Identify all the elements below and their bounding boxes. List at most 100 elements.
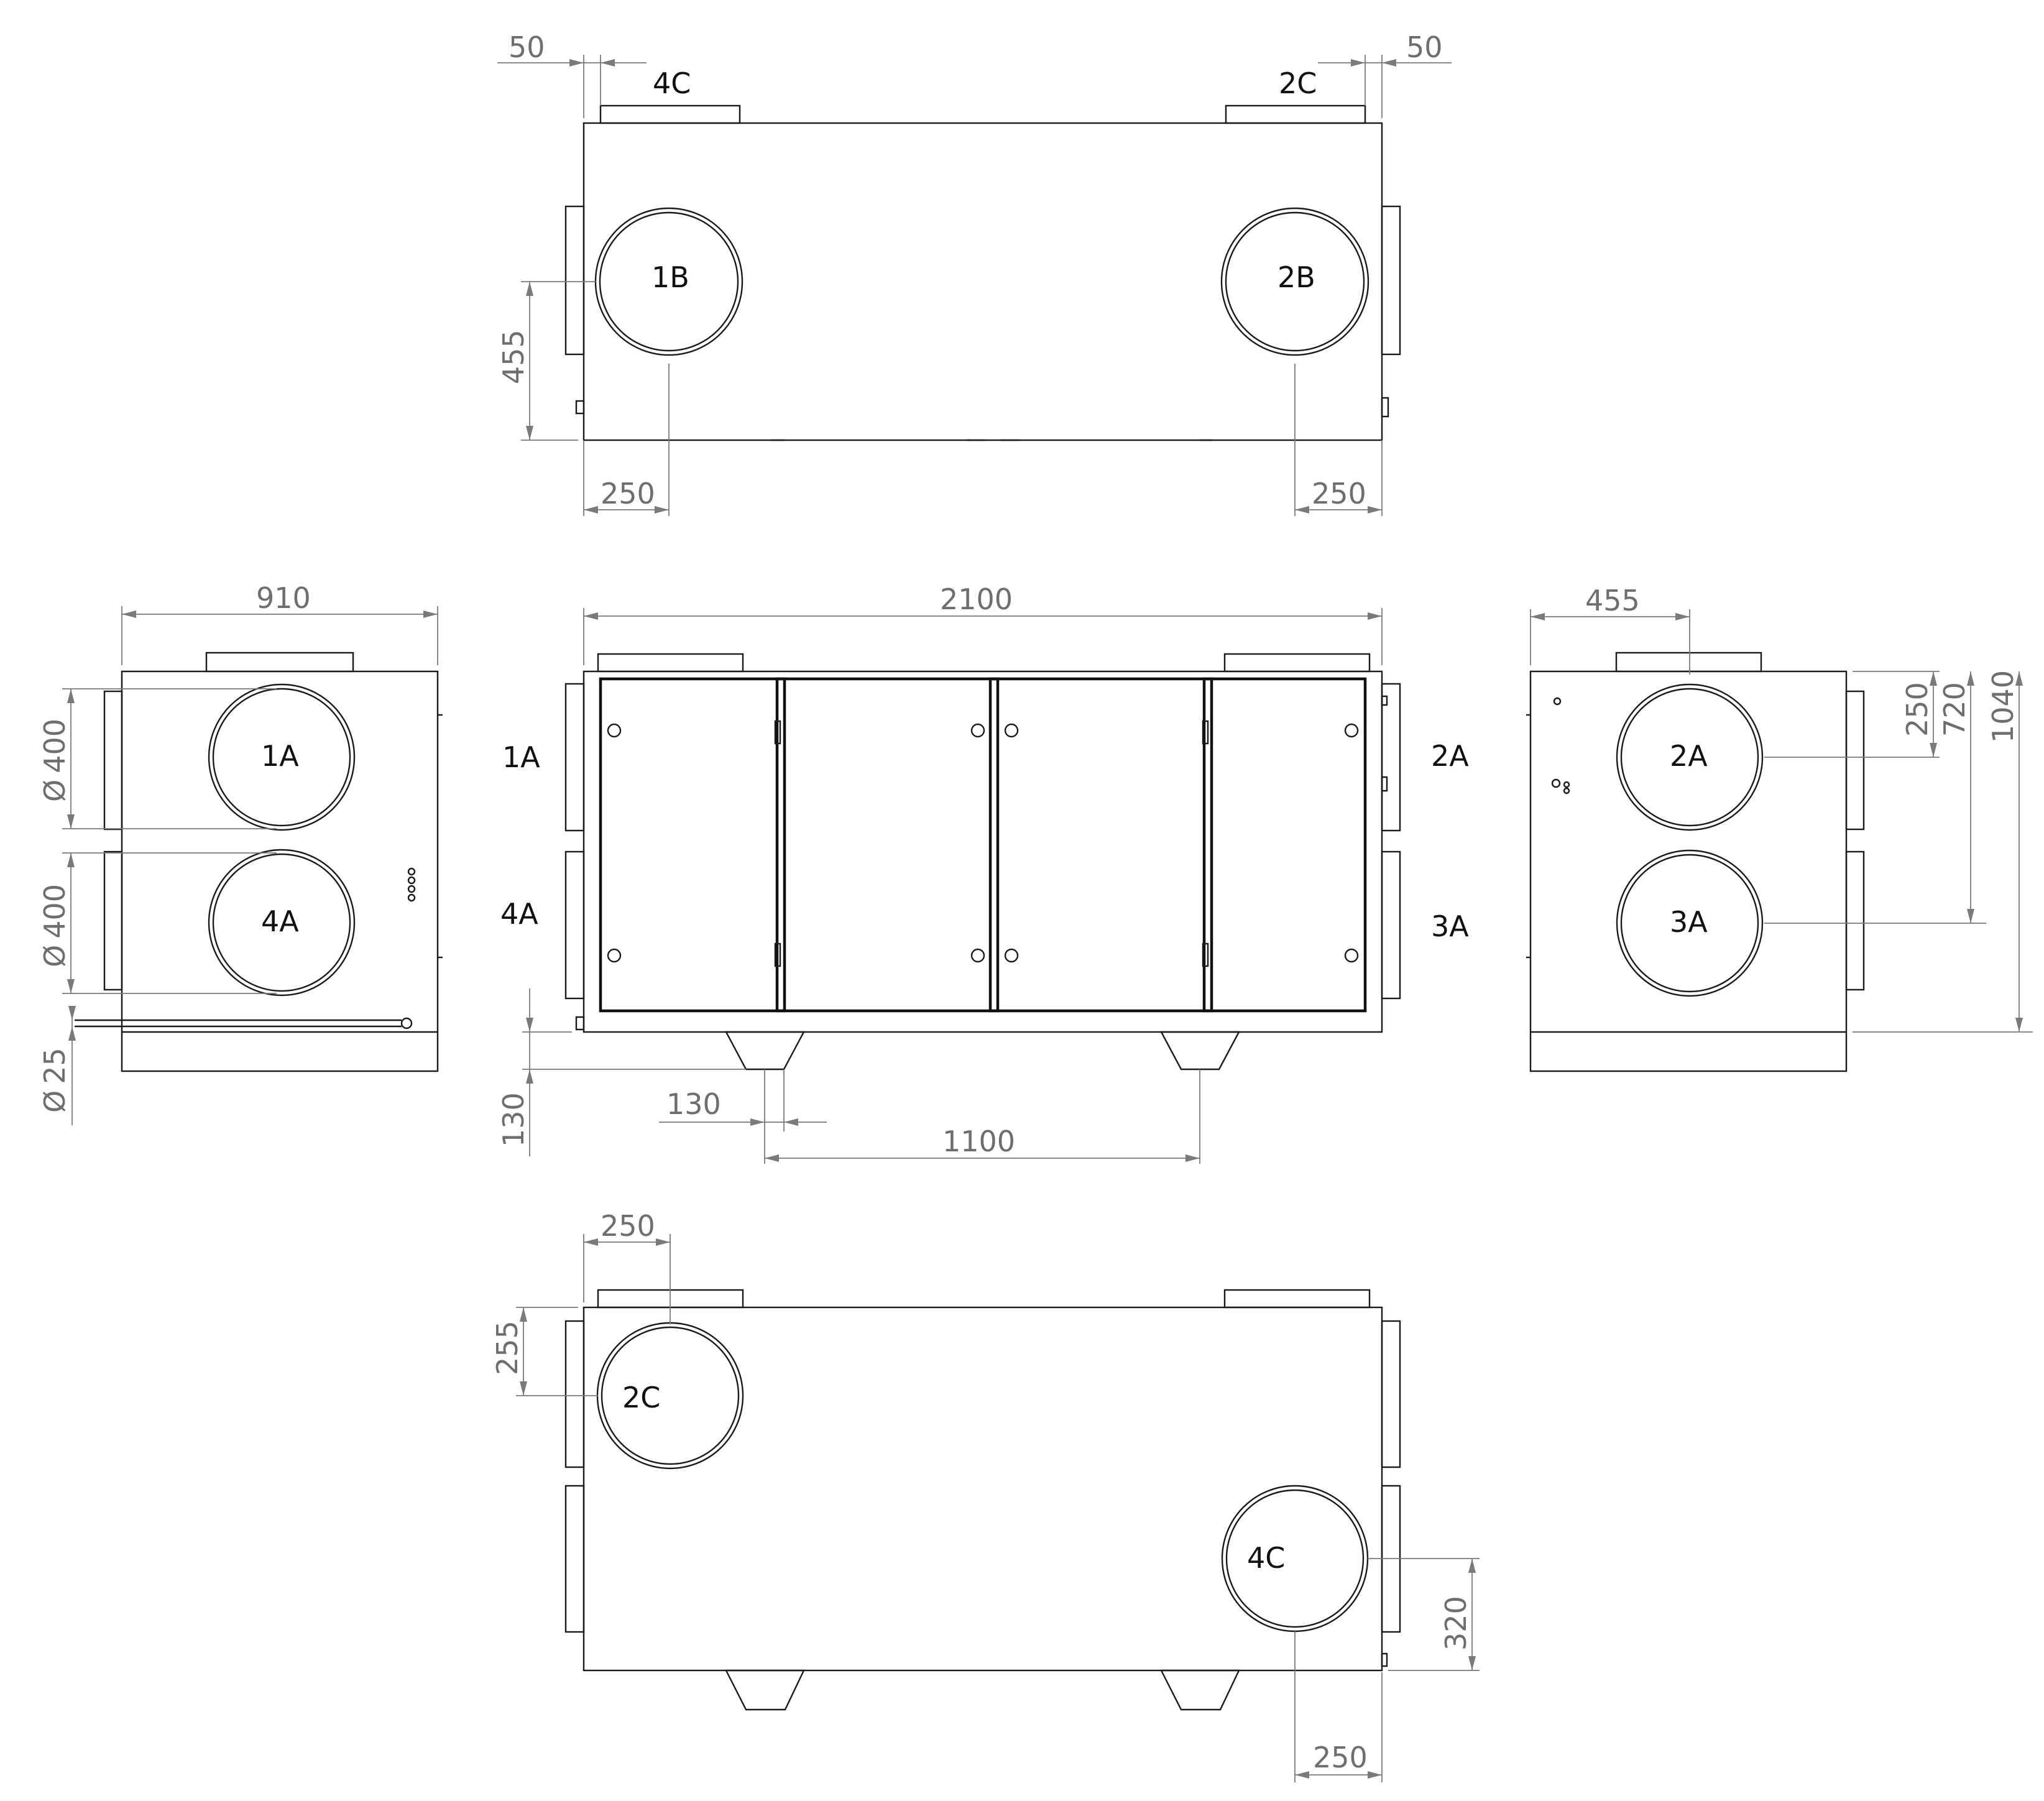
bottom-dim-320: 320	[1368, 1558, 1480, 1671]
front-side-duct-1a	[564, 683, 585, 832]
front-dim-130-vertical: 130	[497, 988, 746, 1156]
front-side-duct-3a	[1381, 850, 1401, 1000]
port-label-4c-top: 4C	[653, 67, 691, 100]
port-label-2c-bottom: 2C	[622, 1381, 660, 1414]
front-view: 1A 4A 2A 3A 2100 130 130	[497, 583, 1469, 1164]
port-label-4c-bottom: 4C	[1247, 1541, 1285, 1575]
port-label-2a-front: 2A	[1431, 739, 1469, 773]
front-door-knob	[607, 723, 622, 738]
top-port-2b-inner	[1225, 211, 1365, 352]
left-side-duct-b	[103, 850, 123, 991]
svg-text:Ø400: Ø400	[38, 884, 71, 967]
front-door-knob	[970, 723, 985, 738]
bottom-port-4c-inner	[1225, 1489, 1365, 1628]
svg-text:250: 250	[601, 1209, 655, 1243]
left-port-1a-inner	[212, 688, 351, 827]
right-port-2a-inner	[1620, 688, 1759, 827]
right-side-duct-b	[1845, 850, 1865, 991]
front-dim-1100: 1100	[765, 1069, 1200, 1164]
svg-text:255: 255	[490, 1320, 524, 1375]
bottom-port-2c-inner	[601, 1326, 740, 1465]
left-top-flange	[205, 652, 354, 673]
port-label-1a-front: 1A	[502, 740, 540, 774]
svg-text:250: 250	[1900, 682, 1934, 737]
front-door-knob	[607, 948, 622, 963]
top-dim-250-right: 250	[1294, 364, 1383, 516]
port-label-4a-front: 4A	[500, 897, 538, 931]
top-view: 4C 2C 1B 2B 50 50 455	[497, 30, 1452, 516]
svg-text:50: 50	[509, 30, 545, 64]
svg-text:1040: 1040	[1986, 670, 2020, 743]
top-dim-455: 455	[497, 281, 596, 441]
right-body	[1529, 670, 1848, 1072]
port-label-2b: 2B	[1278, 260, 1315, 294]
bottom-dim-255: 255	[490, 1307, 598, 1396]
bottom-side-duct	[564, 1320, 585, 1468]
bottom-body	[582, 1306, 1383, 1672]
front-door-frame	[599, 677, 1367, 1013]
top-dim-250-left: 250	[583, 364, 670, 516]
svg-text:250: 250	[1313, 1741, 1368, 1774]
bottom-port-2c-outer	[596, 1322, 744, 1470]
bottom-dim-250-bottom: 250	[1294, 1631, 1383, 1782]
left-port-4a-inner	[212, 853, 351, 992]
top-dim-50-left: 50	[497, 30, 647, 118]
bottom-leg-left	[725, 1669, 805, 1711]
bottom-side-duct	[1381, 1320, 1401, 1468]
side-dim-910: 910	[121, 581, 438, 665]
svg-text:250: 250	[1312, 477, 1366, 510]
left-body	[121, 670, 439, 1072]
port-label-3a-front: 3A	[1431, 910, 1469, 943]
top-flange-2c	[1225, 104, 1366, 124]
right-top-flange	[1615, 652, 1762, 673]
svg-text:910: 910	[256, 581, 311, 615]
front-top-flange-left	[597, 653, 744, 673]
bottom-side-duct	[564, 1485, 585, 1633]
bottom-view: 2C 4C 250 255 320	[490, 1209, 1480, 1782]
top-port-1b-inner	[599, 211, 739, 352]
svg-text:Ø25: Ø25	[38, 1048, 71, 1113]
front-door-knob	[1004, 948, 1019, 963]
front-dim-2100: 2100	[583, 583, 1383, 665]
front-top-flange-right	[1223, 653, 1371, 673]
right-port-2a-outer	[1616, 683, 1764, 831]
svg-text:2100: 2100	[940, 583, 1013, 616]
front-dim-130-horizontal: 130	[659, 1069, 827, 1164]
front-hinge-post-1	[775, 677, 786, 1013]
left-port-1a-outer	[208, 683, 356, 831]
right-port-3a-outer	[1616, 849, 1764, 997]
front-hinge-post-3	[1202, 677, 1213, 1013]
top-side-duct-left	[564, 205, 585, 356]
bottom-dim-250-top: 250	[583, 1209, 671, 1324]
port-label-1b: 1B	[651, 260, 689, 294]
left-port-4a-outer	[208, 849, 356, 997]
right-port-3a-inner	[1620, 854, 1759, 993]
right-dim-720: 720	[1764, 671, 1986, 924]
port-label-1a-left: 1A	[261, 739, 299, 773]
front-body	[582, 670, 1383, 1033]
svg-text:130: 130	[497, 1092, 530, 1147]
port-label-4a-left: 4A	[261, 905, 299, 938]
svg-text:50: 50	[1406, 30, 1443, 64]
front-door-knob	[1344, 723, 1359, 738]
front-door-knob	[970, 948, 985, 963]
svg-text:455: 455	[497, 329, 530, 384]
top-flange-4c	[599, 104, 741, 124]
svg-text:1100: 1100	[942, 1125, 1015, 1158]
front-door-knob	[1004, 723, 1019, 738]
port-label-2c-top: 2C	[1279, 67, 1317, 100]
front-leg-right	[1160, 1031, 1240, 1071]
right-side-view: 2A 3A 455 250 720	[1526, 584, 2033, 1072]
front-door-knob	[1344, 948, 1359, 963]
top-fitting	[575, 400, 585, 415]
svg-text:130: 130	[666, 1087, 721, 1121]
left-side-view: 1A 4A 910 Ø400 Ø400	[38, 581, 443, 1125]
front-hinge-post-2	[988, 677, 1000, 1013]
right-dim-455: 455	[1530, 584, 1690, 675]
port-label-3a-right: 3A	[1670, 905, 1708, 939]
port-label-2a-right: 2A	[1670, 739, 1708, 773]
top-side-duct-right	[1381, 205, 1401, 356]
front-side-duct-2a	[1381, 683, 1401, 832]
side-dim-d400-a: Ø400	[38, 688, 277, 829]
